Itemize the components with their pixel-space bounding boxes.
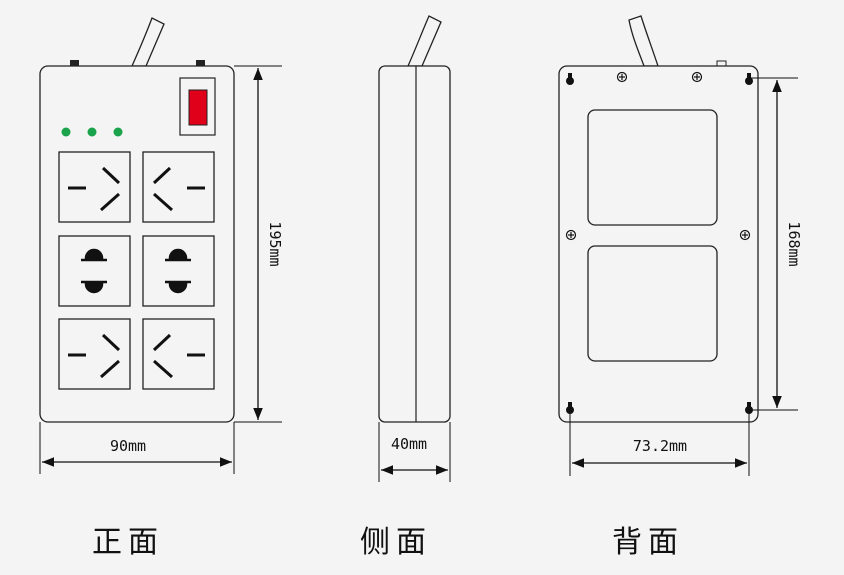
screw-icon [565,71,751,241]
socket-cell [58,318,131,390]
indicator-led [61,127,71,137]
back-cable [628,15,659,67]
back-height-label: 168mm [785,221,803,266]
front-cable [130,17,165,67]
back-height-dimension [749,77,798,411]
front-width-dimension [39,422,235,474]
socket-grid [58,151,215,390]
side-cable [406,15,442,67]
front-top-tab-right [196,60,205,66]
side-view: 40mm 侧面 [360,15,451,560]
side-depth-dimension [378,422,451,482]
socket-cell [142,235,215,307]
side-depth-label: 40mm [391,435,427,453]
back-panel-lower [587,245,718,362]
front-body [39,65,235,423]
indicator-led [87,127,97,137]
back-view: 168mm 73.2mm 背面 [558,15,803,560]
socket-pins-flat [68,166,205,379]
back-width-dimension [569,410,750,476]
front-width-label: 90mm [110,437,146,455]
back-view-caption: 背面 [612,525,684,560]
back-panel-upper [587,109,718,226]
socket-cell [142,318,215,390]
back-top-tab [716,60,727,67]
front-height-dimension [234,65,282,423]
keyhole-mount-icon [566,73,753,414]
indicator-led [113,127,123,137]
front-view-caption: 正面 [92,525,164,560]
power-switch-rocker [188,89,208,126]
side-body [378,65,451,423]
front-height-label: 195mm [266,221,284,266]
socket-cell [142,151,215,223]
front-top-tab-left [70,60,79,66]
socket-pins-round [81,248,191,294]
back-body [558,65,759,423]
socket-cell [58,151,131,223]
socket-cell [58,235,131,307]
front-view: 195mm 90mm 正面 [39,17,284,560]
back-width-label: 73.2mm [633,437,687,455]
side-view-caption: 侧面 [360,525,432,560]
